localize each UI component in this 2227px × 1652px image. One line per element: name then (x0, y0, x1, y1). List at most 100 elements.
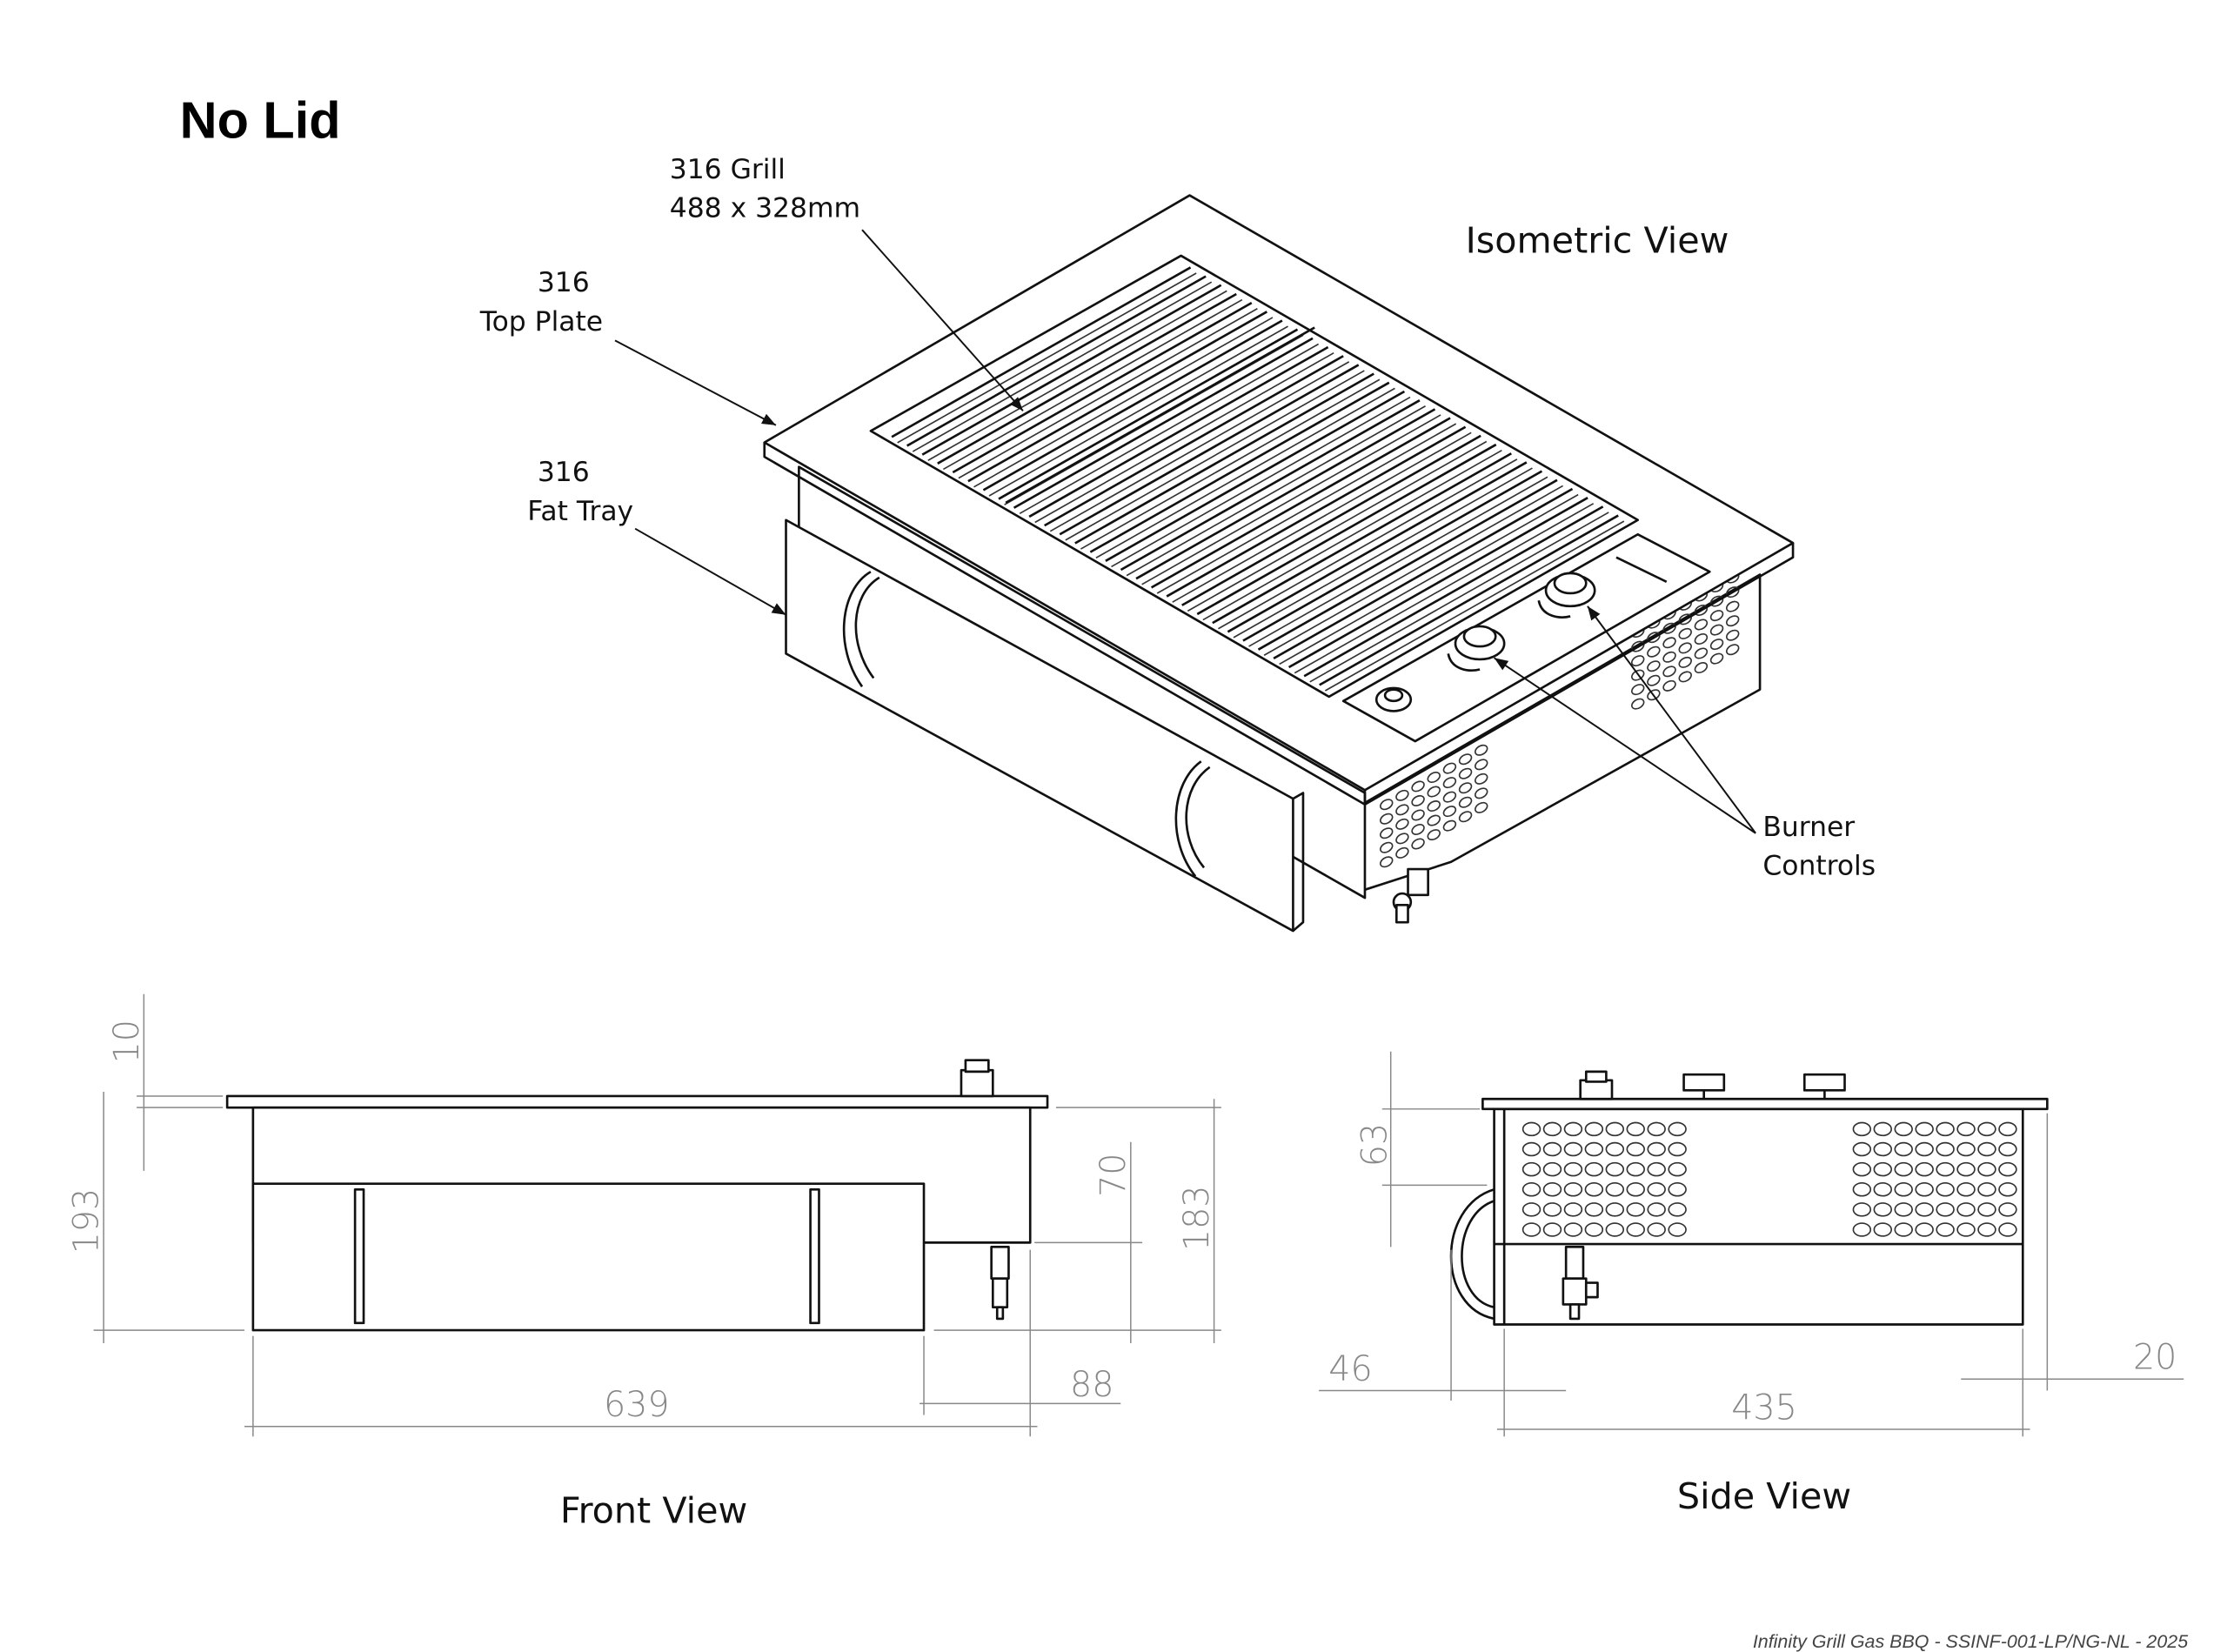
iso-vent-front (1380, 744, 1488, 868)
vent-hole (1998, 1141, 2017, 1157)
vent-hole (1380, 813, 1394, 825)
dim-top-gap: 63 (1355, 1123, 1395, 1167)
vent-hole (1678, 671, 1692, 683)
grill-bar-edge (1263, 485, 1563, 656)
grill-bar-edge (1202, 449, 1502, 621)
callout-top-plate-grade: 316 (538, 267, 590, 298)
vent-hole (1647, 674, 1661, 686)
vent-hole (1852, 1121, 1872, 1137)
vent-hole (1395, 846, 1409, 859)
vent-hole (1542, 1141, 1562, 1157)
vent-hole (1668, 1182, 1687, 1197)
vent-hole (1915, 1202, 1934, 1217)
vent-hole (1411, 794, 1425, 806)
vent-hole (1563, 1182, 1583, 1197)
iso-control-panel (1341, 532, 1711, 743)
vent-hole (1458, 811, 1473, 823)
vent-hole (1458, 753, 1473, 766)
iso-view-label: Isometric View (1466, 220, 1729, 262)
dim-offset: 88 (1070, 1365, 1114, 1405)
callout-grill: 316 Grill (670, 154, 786, 185)
side-gas-valve (1562, 1246, 1599, 1321)
grill-bar (1303, 505, 1604, 678)
vent-hole (1542, 1182, 1562, 1197)
grill-bar-edge (1309, 512, 1609, 683)
vent-hole (1852, 1222, 1872, 1237)
vent-hole (1894, 1161, 1913, 1177)
side-dimensions: 63 46 435 20 (1319, 1051, 2184, 1437)
vent-hole (1395, 789, 1409, 801)
iso-tray-handle-left (842, 571, 880, 688)
dim-plate-thickness: 10 (107, 1020, 147, 1063)
vent-hole (1427, 829, 1441, 841)
vent-hole (1725, 644, 1740, 656)
grill-bar (998, 328, 1299, 500)
vent-hole (1395, 818, 1409, 830)
vent-hole (1709, 652, 1724, 665)
vent-hole (1852, 1182, 1872, 1197)
vent-hole (1411, 823, 1425, 835)
grill-bar (1212, 452, 1512, 625)
grill-bar (937, 292, 1237, 465)
isometric-view: Isometric View 316 Grill 488 x 328mm 316… (479, 154, 1876, 933)
vent-hole (1977, 1161, 1996, 1177)
vent-hole (1668, 1161, 1687, 1177)
vent-hole (1475, 744, 1488, 756)
vent-hole (1852, 1202, 1872, 1217)
vent-hole (1977, 1121, 1996, 1137)
grill-bar-edge (1080, 378, 1381, 550)
grill-bar-edge (1279, 493, 1579, 665)
grill-bar (1227, 461, 1528, 633)
vent-hole (1626, 1161, 1645, 1177)
vent-hole (1662, 665, 1676, 678)
grill-bar-edge (1034, 351, 1334, 524)
vent-hole (1936, 1222, 1955, 1237)
vent-hole (1894, 1182, 1913, 1197)
vent-hole (1668, 1141, 1687, 1157)
callout-burner: Burner (1762, 812, 1855, 843)
grill-bar-edge (973, 317, 1274, 488)
vent-hole (1563, 1222, 1583, 1237)
vent-hole (1584, 1141, 1604, 1157)
vent-hole (1605, 1161, 1625, 1177)
vent-hole (1647, 645, 1661, 658)
vent-hole (1668, 1121, 1687, 1137)
vent-hole (1894, 1222, 1913, 1237)
grill-bar (1319, 514, 1619, 686)
vent-hole (1647, 1161, 1666, 1177)
side-knob-3 (1802, 1073, 1846, 1100)
vent-hole (1678, 642, 1692, 654)
vent-hole (1475, 787, 1488, 799)
grill-bar-edge (1218, 458, 1518, 630)
grill-bar (1120, 399, 1421, 572)
dim-body-height: 183 (1177, 1185, 1217, 1251)
front-tray-handle-left (353, 1187, 365, 1325)
vent-hole (1442, 791, 1457, 803)
vent-hole (1380, 827, 1394, 839)
vent-hole (1709, 624, 1724, 636)
dim-depth: 435 (1731, 1388, 1797, 1428)
front-knob (960, 1059, 994, 1098)
vent-hole (1998, 1222, 2017, 1237)
vent-hole (1873, 1182, 1893, 1197)
vent-hole (1563, 1161, 1583, 1177)
grill-bar-edge (1294, 503, 1595, 674)
grill-bar (1196, 443, 1497, 616)
vent-hole (1894, 1121, 1913, 1137)
grill-bar (982, 319, 1283, 492)
grill-bar (1059, 364, 1360, 536)
grill-bar (967, 311, 1268, 483)
grill-bar (891, 266, 1192, 438)
side-handle (1449, 1188, 1495, 1321)
vent-hole (1956, 1222, 1976, 1237)
vent-hole (1605, 1182, 1625, 1197)
front-top-plate (225, 1094, 1049, 1109)
vent-hole (1427, 814, 1441, 826)
vent-hole (1694, 662, 1709, 674)
grill-bar-edge (897, 272, 1197, 444)
vent-hole (1977, 1182, 1996, 1197)
vent-hole (1956, 1202, 1976, 1217)
iso-burner-knob-1 (1447, 625, 1506, 672)
iso-grill-bars (891, 266, 1625, 692)
